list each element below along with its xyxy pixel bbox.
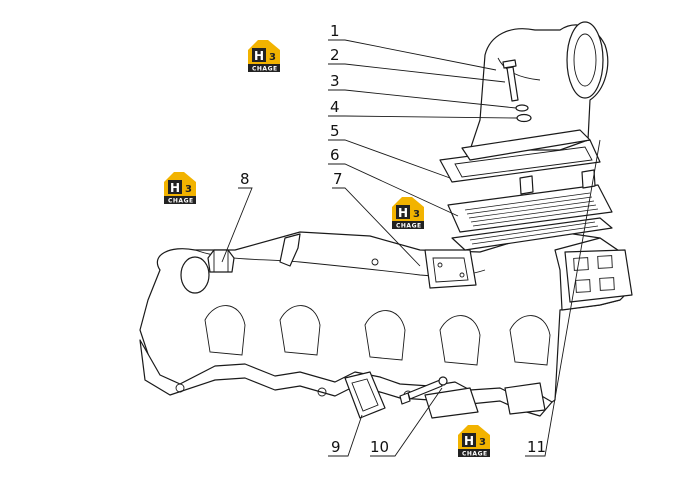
lower-flange-gasket [424, 382, 546, 419]
logo-letter: H [464, 434, 474, 448]
part-7-outlet-flange [424, 249, 477, 289]
callout-11: 11 [527, 438, 546, 456]
callout-3: 3 [330, 72, 340, 90]
watermark-logo-3: H 3 CHAGE [392, 197, 424, 230]
logo-number: 3 [185, 184, 192, 195]
callout-5: 5 [330, 122, 340, 140]
callout-10: 10 [370, 438, 389, 456]
callout-2: 2 [330, 46, 340, 64]
logo-caption: CHAGE [168, 198, 194, 205]
watermark-logo-2: H 3 CHAGE [164, 172, 196, 205]
callout-1: 1 [330, 22, 340, 40]
callout-8: 8 [240, 170, 250, 188]
callout-4: 4 [330, 98, 340, 116]
logo-number: 3 [413, 209, 420, 220]
elbow-pipe [461, 21, 609, 161]
logo-letter: H [170, 181, 180, 195]
callout-9: 9 [331, 438, 341, 456]
part-3-washer [515, 104, 529, 112]
logo-number: 3 [269, 52, 276, 63]
watermark-logo-1: H 3 CHAGE [248, 40, 280, 73]
watermark-logo-4: H 3 CHAGE [458, 425, 490, 458]
logo-letter: H [254, 49, 264, 63]
part-6-plate [447, 169, 613, 233]
part-6-gasket [451, 217, 613, 251]
part-10-bolt [399, 376, 448, 405]
logo-caption: CHAGE [252, 66, 278, 73]
logo-caption: CHAGE [462, 451, 488, 458]
callout-6: 6 [330, 146, 340, 164]
part-9-gasket [344, 371, 386, 419]
logo-number: 3 [479, 437, 486, 448]
leader-lines [221, 39, 601, 457]
part-2-bolt [502, 59, 519, 102]
callout-7: 7 [333, 170, 343, 188]
callouts: 1 2 3 4 5 6 7 8 9 10 11 [240, 22, 546, 456]
part-8-plug [207, 249, 235, 273]
logo-caption: CHAGE [396, 223, 422, 230]
logo-letter: H [398, 206, 408, 220]
part-4-washer [516, 113, 532, 123]
